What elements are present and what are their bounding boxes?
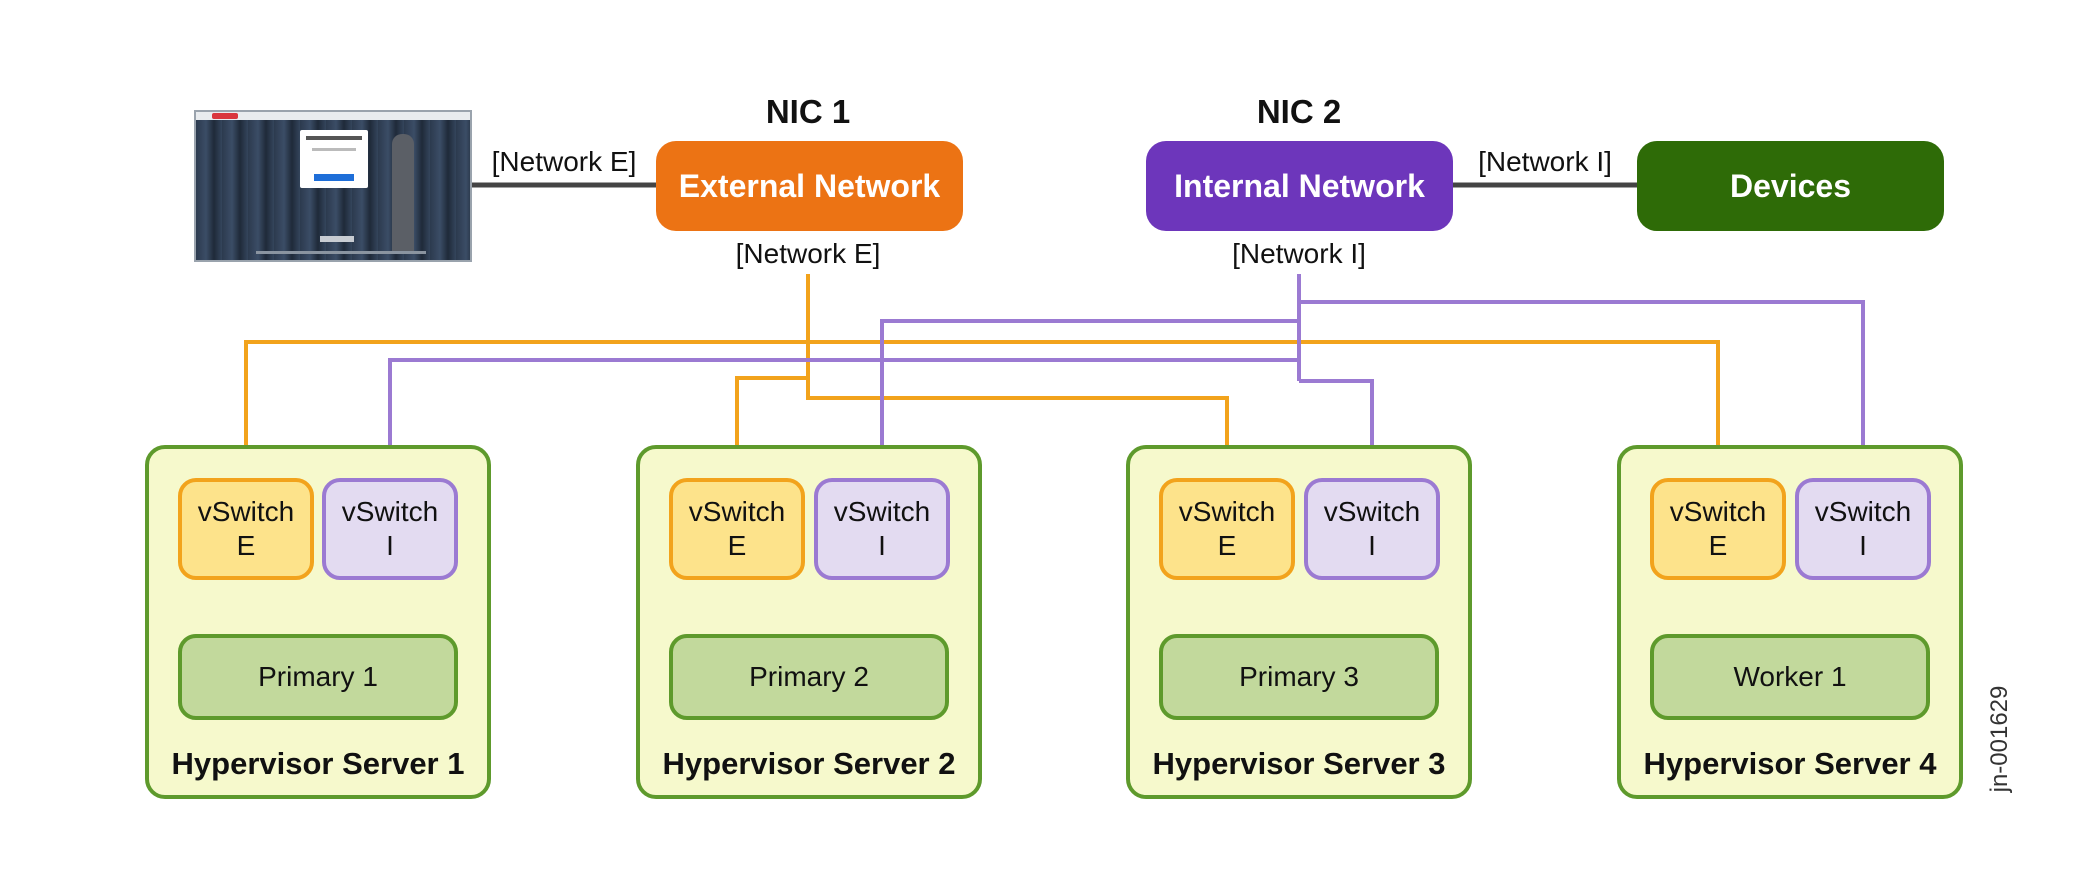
- nic2-title: NIC 2: [1256, 93, 1342, 130]
- vswitch-e-server-3: vSwitch E: [1159, 478, 1295, 580]
- network-e-wires: [244, 270, 1720, 445]
- wire-e-server2: [735, 342, 810, 445]
- browser-tab: [212, 113, 238, 119]
- vswitch-i-server-3: vSwitch I: [1304, 478, 1440, 580]
- wire-e-server4: [808, 340, 1720, 445]
- vswitch-i-server-1: vSwitch I: [322, 478, 458, 580]
- nic1-title: NIC 1: [765, 93, 851, 130]
- wire-e-server3: [806, 378, 1229, 445]
- server-1-label: Hypervisor Server 1: [171, 746, 465, 781]
- server-2-label: Hypervisor Server 2: [662, 746, 956, 781]
- login-button-shape: [314, 174, 354, 181]
- network-i-right-label: [Network I]: [1478, 146, 1612, 177]
- vswitch-e-server-4: vSwitch E: [1650, 478, 1786, 580]
- network-i-below-label: [Network I]: [1214, 234, 1384, 274]
- ui-screenshot-thumbnail: [194, 110, 472, 262]
- wire-e-server1: [244, 340, 808, 445]
- node-server-2: Primary 2: [669, 634, 949, 720]
- wire-i-server2: [880, 319, 1299, 445]
- login-card: [300, 130, 368, 188]
- node-server-4: Worker 1: [1650, 634, 1930, 720]
- vswitch-e-server-1: vSwitch E: [178, 478, 314, 580]
- network-e-below-label: [Network E]: [718, 234, 898, 274]
- vswitch-i-server-2: vSwitch I: [814, 478, 950, 580]
- vswitch-i-server-4: vSwitch I: [1795, 478, 1931, 580]
- server-3-label: Hypervisor Server 3: [1152, 746, 1446, 781]
- document-id: jn-001629: [1986, 685, 2013, 793]
- node-server-1: Primary 1: [178, 634, 458, 720]
- logo-mark: [320, 236, 354, 242]
- internal-network-box: Internal Network: [1146, 141, 1453, 231]
- wire-i-server4: [1299, 300, 1865, 445]
- network-e-left-label: [Network E]: [491, 146, 637, 177]
- wire-i-server3: [1299, 379, 1374, 445]
- node-server-3: Primary 3: [1159, 634, 1439, 720]
- browser-bar: [196, 112, 470, 120]
- network-i-wires: [388, 270, 1865, 445]
- vswitch-e-server-2: vSwitch E: [669, 478, 805, 580]
- devices-box: Devices: [1637, 141, 1944, 231]
- server-4-label: Hypervisor Server 4: [1643, 746, 1937, 781]
- wire-i-server1: [388, 358, 1299, 445]
- external-network-box: External Network: [656, 141, 963, 231]
- person-figure: [392, 134, 414, 254]
